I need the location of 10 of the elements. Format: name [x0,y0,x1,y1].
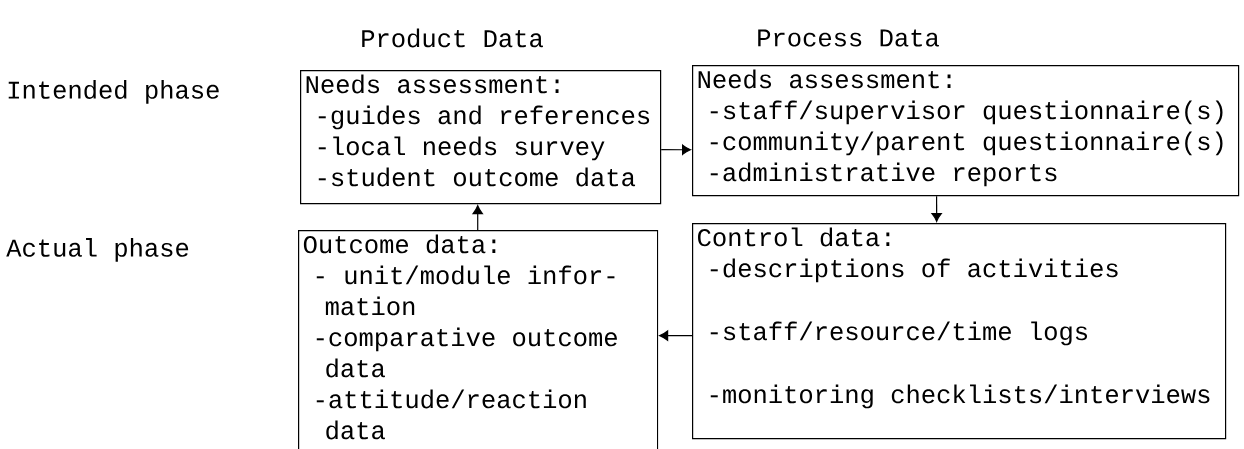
heading: Intended phase [8,80,219,104]
arrow [659,330,693,341]
text-box: Outcome data: - unit/module infor- mation -comparative outcome data -attitude/reaction data [298,230,659,449]
text-box: Needs assessment: -guides and references -local needs survey -student outcome data [300,70,662,205]
arrow [472,205,483,231]
arrow [931,195,942,222]
text-box: Needs assessment: -staff/supervisor questionnaire(s) -community/parent questionnaire(s) -administrative reports [692,65,1240,197]
text-box: Control data: -descriptions of activities -staff/resource/time logs -monitoring checklists/interviews [692,223,1227,440]
arrow [660,144,691,155]
heading: Actual phase [6,238,189,262]
